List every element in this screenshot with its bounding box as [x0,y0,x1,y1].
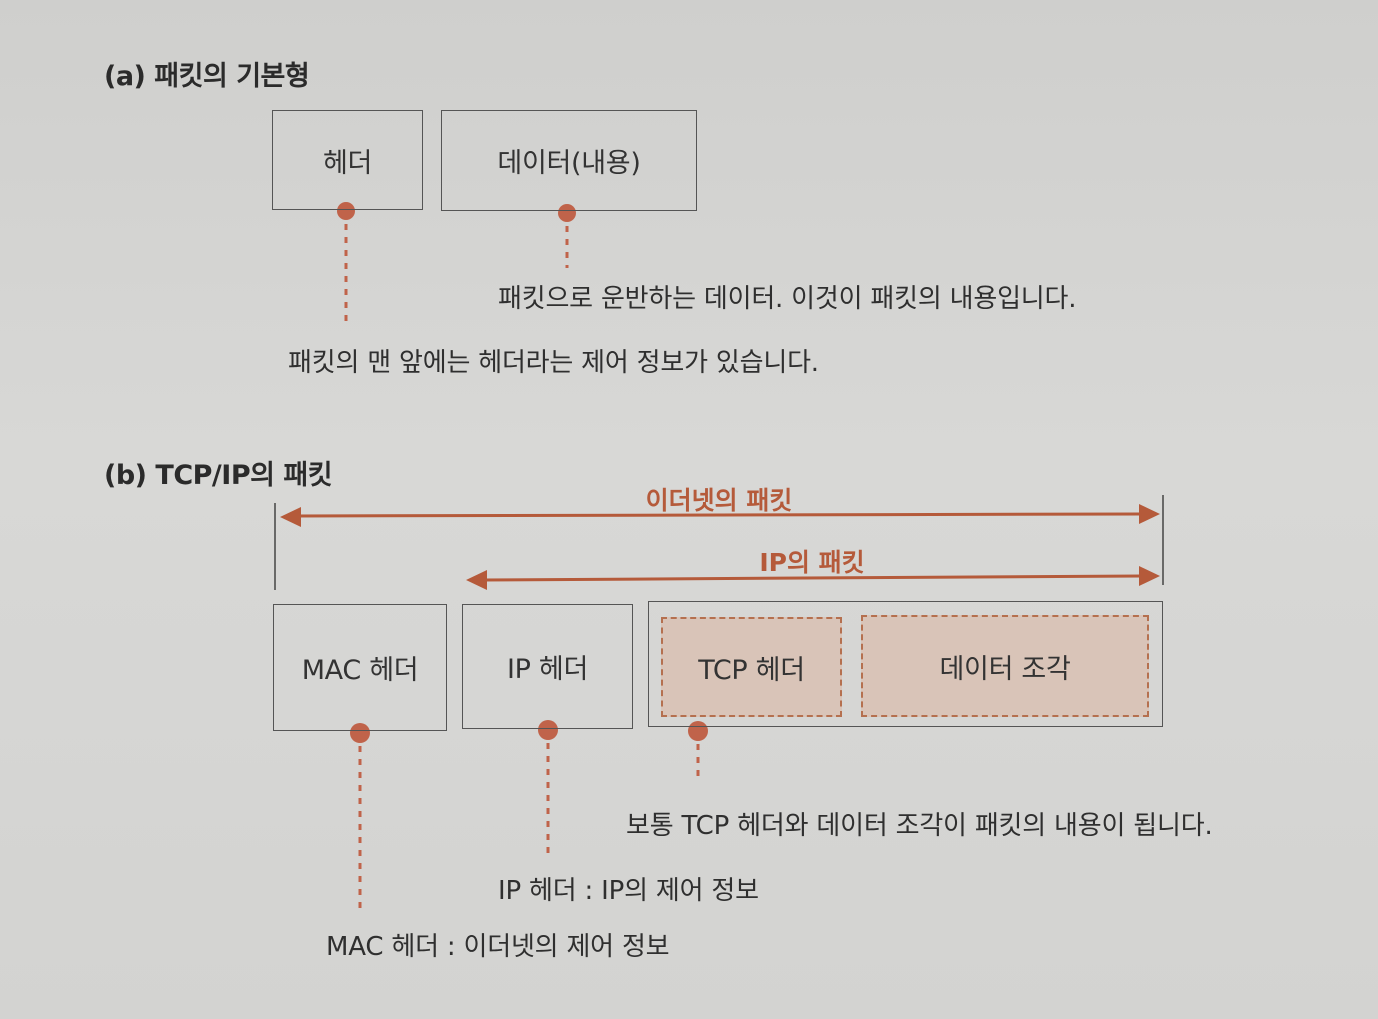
data-fragment-box: 데이터 조각 [861,615,1149,717]
mac-header-connector-dot [350,723,370,743]
ip-arrow-right-head [1139,566,1160,586]
ip-header-box: IP 헤더 [462,604,633,729]
ethernet-packet-label: 이더넷의 패킷 [645,486,793,515]
ethernet-arrow-right-head [1139,504,1160,524]
data-content-note: 패킷으로 운반하는 데이터. 이것이 패킷의 내용입니다. [498,284,1077,314]
data-content-box: 데이터(내용) [441,110,697,211]
packet-content-note: 보통 TCP 헤더와 데이터 조각이 패킷의 내용이 됩니다. [626,811,1213,841]
ethernet-arrow-left-head [280,507,301,527]
ip-span-arrow [483,574,1143,582]
ip-header-connector-dot [538,720,558,740]
data-connector-dot [558,204,576,222]
header-box: 헤더 [272,110,423,210]
mac-header-note: MAC 헤더 : 이더넷의 제어 정보 [326,932,670,962]
payload-container [648,601,1163,727]
header-note: 패킷의 맨 앞에는 헤더라는 제어 정보가 있습니다. [288,348,819,378]
ip-packet-label: IP의 패킷 [759,548,865,577]
ethernet-span-arrow [295,512,1143,518]
section-a-title: (a) 패킷의 기본형 [104,61,310,92]
section-b-title: (b) TCP/IP의 패킷 [104,460,333,491]
header-connector-dot [337,202,355,220]
tcp-header-box: TCP 헤더 [661,617,842,717]
mac-header-box: MAC 헤더 [273,604,447,731]
ip-header-note: IP 헤더 : IP의 제어 정보 [498,876,759,906]
ip-arrow-left-head [466,570,487,590]
